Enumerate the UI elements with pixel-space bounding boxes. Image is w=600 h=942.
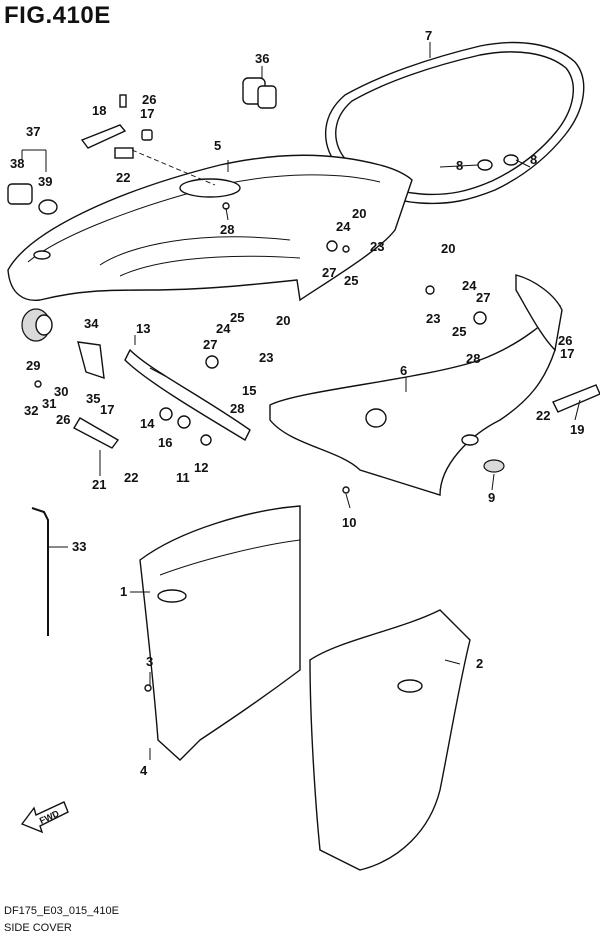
callout-34: 34 xyxy=(84,316,99,331)
callout-18: 18 xyxy=(92,103,106,118)
bracket-part-13 xyxy=(124,348,251,441)
callout-14: 14 xyxy=(140,416,155,431)
callout-24-right: 24 xyxy=(462,278,477,293)
callout-24-mid: 24 xyxy=(216,321,231,336)
callout-29: 29 xyxy=(26,358,40,373)
callout-36: 36 xyxy=(255,51,269,66)
figure-code: DF175_E03_015_410E xyxy=(4,905,119,917)
callout-32: 32 xyxy=(24,403,38,418)
side-cover-part-6 xyxy=(269,274,563,496)
upper-cover-part-5 xyxy=(7,154,413,302)
lower-cover-part-2 xyxy=(309,609,471,871)
callout-17-right: 17 xyxy=(560,346,574,361)
fasteners xyxy=(34,202,487,692)
callout-16: 16 xyxy=(158,435,172,450)
latch-part-19 xyxy=(552,384,600,413)
plug-part-36 xyxy=(242,77,277,109)
rod-part-33 xyxy=(31,507,49,636)
callout-28-mid: 28 xyxy=(230,401,244,416)
callout-1: 1 xyxy=(120,584,127,599)
callout-30: 30 xyxy=(54,384,68,399)
callout-27-mid: 27 xyxy=(203,337,217,352)
knob-part-29 xyxy=(21,308,53,342)
callout-20-right: 20 xyxy=(441,241,455,256)
latch-cluster-upper xyxy=(80,94,216,186)
lower-cover-part-1 xyxy=(139,505,301,761)
callout-26-right: 26 xyxy=(558,333,572,348)
cap-assy-part-37 xyxy=(7,149,58,215)
callout-11: 11 xyxy=(176,470,190,485)
callout-8-left: 8 xyxy=(456,158,463,173)
seal-ring-part-7 xyxy=(324,41,585,205)
callout-19: 19 xyxy=(570,422,584,437)
callout-31: 31 xyxy=(42,396,56,411)
callout-28-right: 28 xyxy=(466,351,480,366)
callout-8-right: 8 xyxy=(530,152,537,167)
figure-subtitle: SIDE COVER xyxy=(4,922,72,934)
callout-17: 17 xyxy=(140,106,154,121)
callout-10: 10 xyxy=(342,515,356,530)
callout-13: 13 xyxy=(136,321,150,336)
bracket-part-34 xyxy=(77,341,105,380)
callout-4: 4 xyxy=(140,763,148,778)
callout-28: 28 xyxy=(220,222,234,237)
callout-27: 27 xyxy=(322,265,336,280)
callout-5: 5 xyxy=(214,138,221,153)
callout-22-right: 22 xyxy=(536,408,550,423)
callout-33: 33 xyxy=(72,539,86,554)
callout-25-right: 25 xyxy=(452,324,466,339)
callout-38: 38 xyxy=(10,156,24,171)
callout-22: 22 xyxy=(116,170,130,185)
fwd-direction-arrow: FWD xyxy=(20,801,69,834)
callout-6: 6 xyxy=(400,363,407,378)
callout-21: 21 xyxy=(92,477,106,492)
latch-part-21 xyxy=(73,417,120,449)
callout-37: 37 xyxy=(26,124,40,139)
callout-23-right: 23 xyxy=(426,311,440,326)
callout-27-right: 27 xyxy=(476,290,490,305)
callout-39: 39 xyxy=(38,174,52,189)
callout-26: 26 xyxy=(142,92,156,107)
leader-lines xyxy=(48,42,581,760)
callout-17-left: 17 xyxy=(100,402,114,417)
callout-25-mid: 25 xyxy=(230,310,244,325)
callout-2: 2 xyxy=(476,656,483,671)
callout-20: 20 xyxy=(352,206,366,221)
callout-3: 3 xyxy=(146,654,153,669)
callout-20-mid: 20 xyxy=(276,313,290,328)
callout-22-left: 22 xyxy=(124,470,138,485)
callout-9: 9 xyxy=(488,490,495,505)
callout-7: 7 xyxy=(425,28,432,43)
callout-25: 25 xyxy=(344,273,358,288)
callout-35: 35 xyxy=(86,391,100,406)
callout-23: 23 xyxy=(370,239,384,254)
callout-15: 15 xyxy=(242,383,256,398)
callout-12: 12 xyxy=(194,460,208,475)
callout-26-left: 26 xyxy=(56,412,70,427)
callout-labels: 36 7 26 18 17 37 38 39 5 22 8 8 28 20 24… xyxy=(10,28,584,778)
callout-24: 24 xyxy=(336,219,351,234)
figure-title: FIG.410E xyxy=(4,2,111,29)
callout-23-mid: 23 xyxy=(259,350,273,365)
